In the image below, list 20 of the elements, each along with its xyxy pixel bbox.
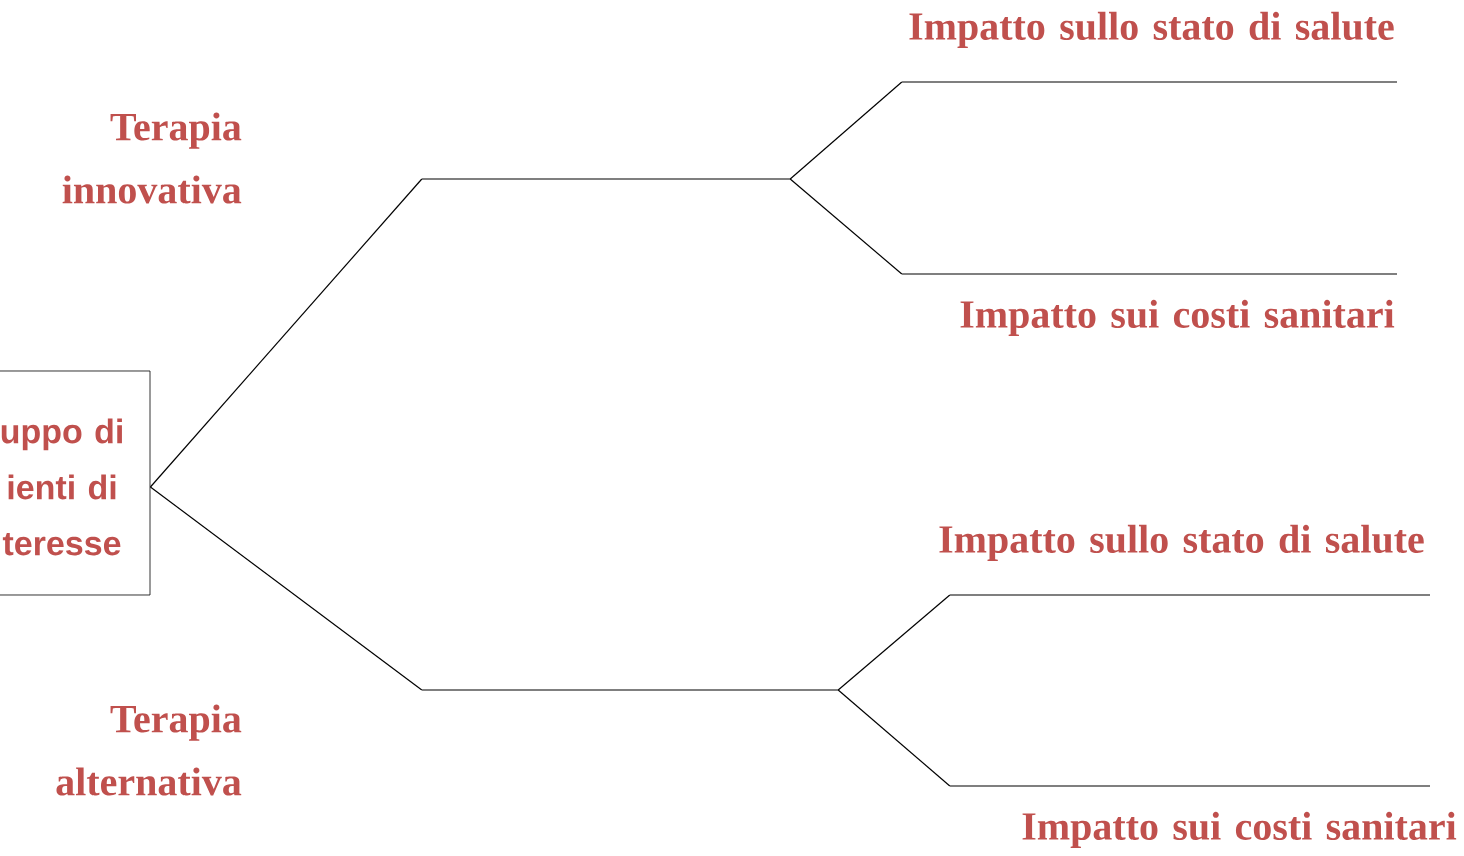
branch-line [422,689,838,691]
branch-label: Impatto sullo stato di salute [939,524,1424,562]
box-text: uppo di ienti di teresse [1,418,122,556]
branch-connector [789,81,903,180]
branch-connector [149,486,423,691]
branch-connector [789,178,903,275]
branch-connector [149,178,423,488]
branch-label: Terapia alternativa [56,704,242,796]
branch-label: Impatto sullo stato di salute [909,11,1394,49]
branch-connector [837,594,951,691]
branch-label: Terapia innovativa [62,112,242,204]
branch-label: Impatto sui costi sanitari [1022,811,1457,849]
branch-line [902,81,1397,83]
branch-line [422,178,790,180]
branch-label: Impatto sui costi sanitari [960,299,1395,337]
branch-line [950,785,1430,787]
group-box [0,370,151,596]
branch-line [902,273,1397,275]
branch-connector [837,689,951,787]
branch-line [950,594,1430,596]
